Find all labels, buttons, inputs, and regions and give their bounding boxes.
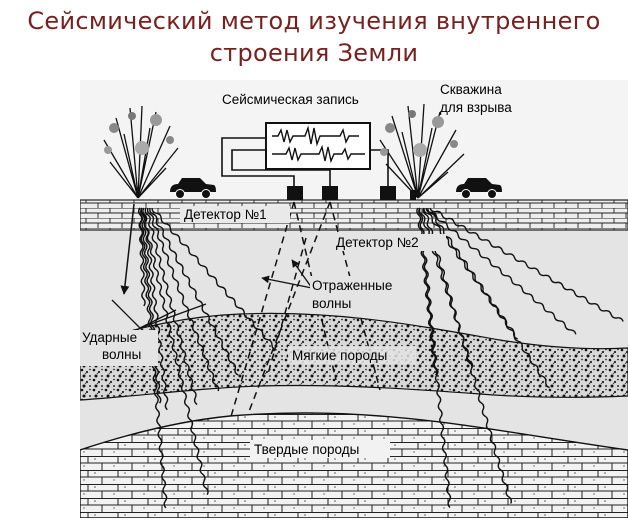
soft-rocks-label-bg [288,346,416,364]
shock-wave-line [142,207,169,411]
seismic-diagram: Сейсмическая запись Скважина для взрыва … [80,80,628,518]
detector1-label: Детектор №1 [184,207,267,222]
shock-wave-line [144,207,198,406]
detector-icon [287,186,303,200]
reflected-label-bg [310,276,420,314]
shock-waves-label-line-2: волны [102,347,141,362]
shock-arrow [120,203,135,295]
shock-wave-line [140,207,209,496]
shock-wave-line [418,207,452,509]
car-icon [456,178,502,199]
shock-wave-line [137,207,146,307]
diagram-title-line-2: строения Земли [209,39,419,67]
borehole-label-line-2: для взрыва [440,100,512,115]
diagram-title-line-1: Сейсмический метод изучения внутреннего [27,7,601,35]
shock-wave-line [140,207,162,404]
detector-icon [322,186,338,200]
wire-2 [231,149,331,186]
explosion-icon [103,105,179,199]
detector-icon [380,186,396,200]
shock-wave-line [427,207,550,389]
reflected-waves-label-line-1: Отраженные [312,278,392,293]
car-icon [170,178,216,199]
borehole-label-line-1: Скважина [440,82,502,97]
detector1-label-bg [180,206,290,223]
detector2-label-bg [334,234,446,251]
shock-wave-line [425,207,577,335]
seismic-record-label: Сейсмическая запись [222,92,359,107]
hard-rocks-label: Твердые породы [254,442,359,457]
detector2-label: Детектор №2 [336,235,419,250]
shock-label-bg [80,330,158,366]
surface-layer [80,199,628,231]
hard-rocks-label-bg [250,440,390,458]
wire-1 [221,137,295,186]
wire-3 [370,149,389,186]
seismograph-icon [265,122,371,170]
explosion-icon [379,103,465,199]
shock-wave-line [429,207,624,322]
reflected-waves-label-line-2: волны [312,296,351,311]
shock-waves-label-line-1: Ударные [82,330,137,345]
shock-wave-line [422,207,513,504]
label-pointer-arrows [111,259,345,329]
shock-wave-lines-left [137,207,277,509]
soft-rocks-label: Мягкие породы [292,348,387,363]
detector-icon [410,190,416,200]
shock-wave-line [146,207,220,392]
shock-wave-line [149,207,239,376]
shock-wave-line [151,207,277,351]
